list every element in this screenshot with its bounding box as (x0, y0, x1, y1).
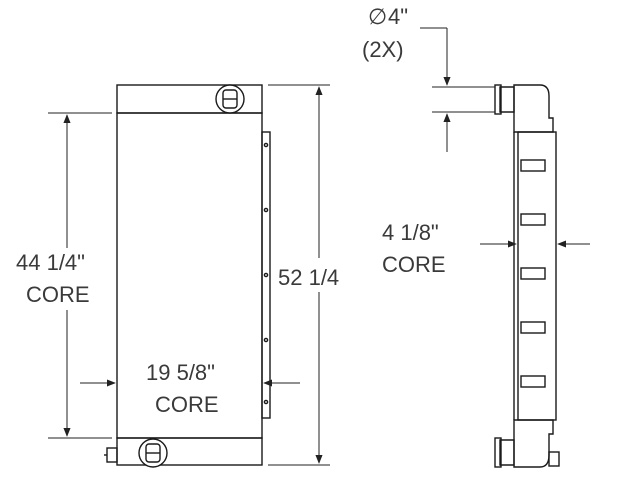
port-count-label: (2X) (362, 37, 404, 62)
side-bottom-tank (513, 419, 554, 468)
side-bracket (261, 131, 271, 419)
core-width-label: 19 5/8" (146, 360, 215, 385)
core-height-core-label: CORE (26, 282, 90, 307)
diameter-symbol-icon: ∅ (368, 4, 387, 29)
top-port-icon (215, 84, 245, 114)
port-diameter-dimension (420, 27, 495, 152)
core-depth-core-label: CORE (382, 252, 446, 277)
core-body (116, 112, 263, 439)
front-view (48, 84, 330, 468)
side-top-tank (513, 84, 554, 133)
drain-fitting (106, 447, 118, 463)
bottom-port-icon (138, 438, 168, 468)
port-diameter-label: 4" (388, 4, 408, 29)
core-height-label: 44 1/4" (16, 250, 85, 275)
core-depth-label: 4 1/8" (382, 220, 439, 245)
overall-height-dimension (268, 84, 330, 466)
overall-height-label: 52 1/4 (278, 265, 339, 290)
core-height-dimension (48, 112, 112, 439)
side-view (420, 27, 590, 468)
core-width-core-label: CORE (155, 392, 219, 417)
side-core-body (517, 131, 557, 421)
side-mount-slots (520, 159, 546, 388)
